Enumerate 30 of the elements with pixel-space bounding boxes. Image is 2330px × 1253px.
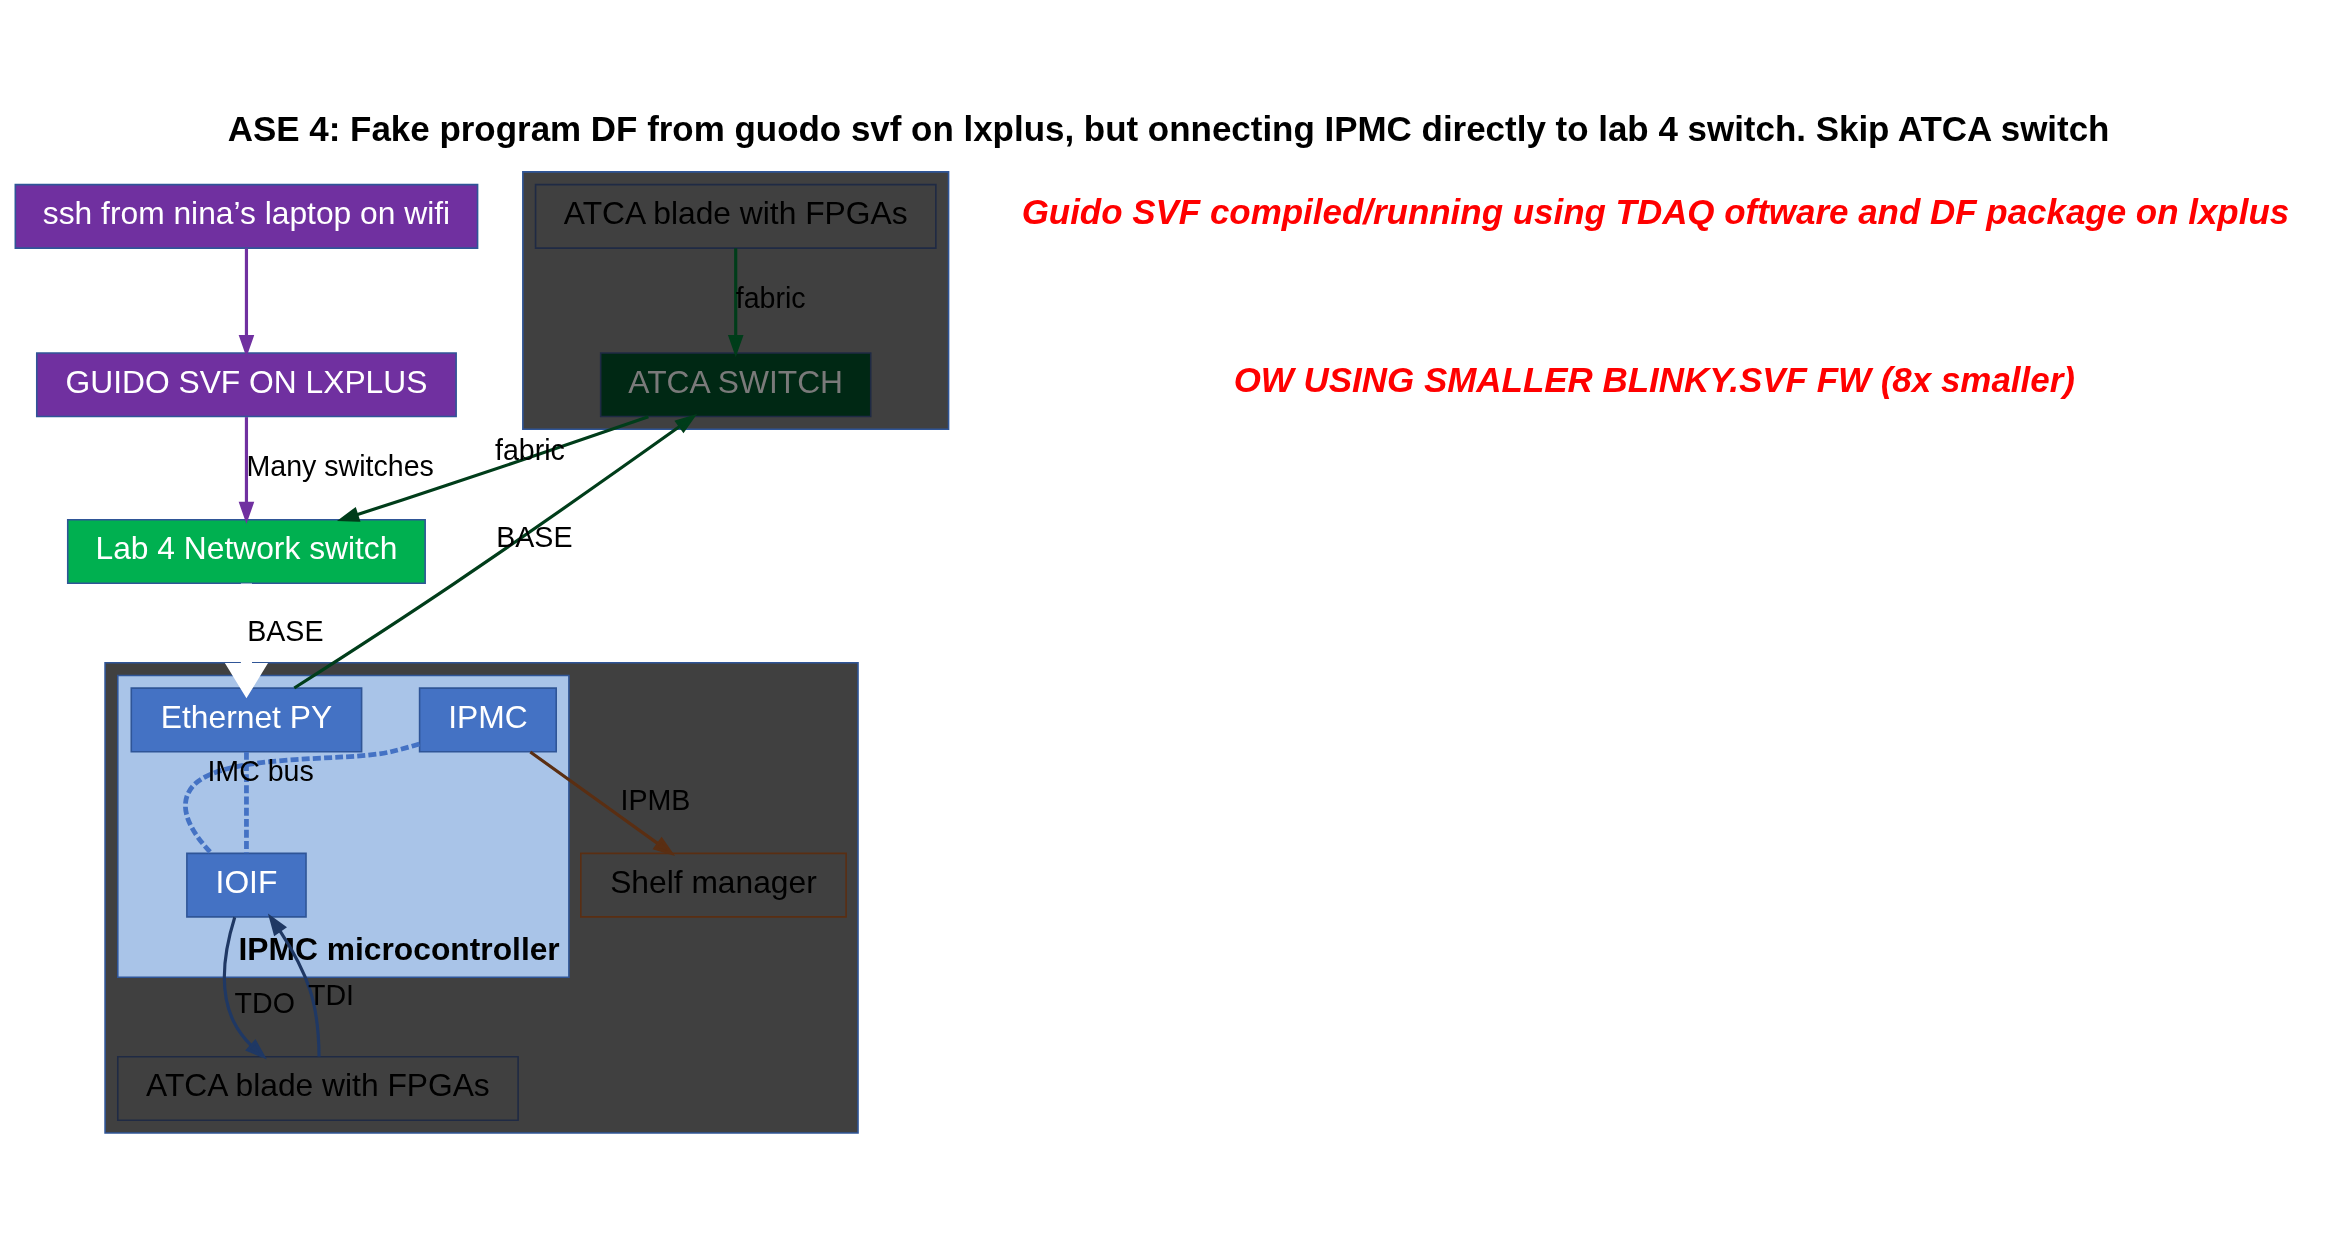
node-box: ATCA blade with FPGAs	[117, 1055, 519, 1121]
node-box: GUIDO SVF ON LXPLUS	[35, 351, 457, 417]
node-box: IOIF	[186, 852, 307, 918]
connector	[183, 741, 421, 855]
node-box: Ethernet PY	[130, 686, 363, 752]
arrow	[238, 247, 255, 357]
label: Guido SVF compiled/running using TDAQ oftware and DF package on lxplus	[1021, 191, 2290, 231]
edge-label: IMC bus	[207, 754, 314, 787]
node-box: ATCA blade with FPGAs	[534, 183, 937, 249]
edge-label: IPMB	[620, 783, 691, 816]
arrow	[727, 247, 744, 357]
node-box: ssh from nina’s laptop on wifi	[14, 183, 479, 249]
arrow	[529, 750, 676, 856]
edge-label: TDI	[308, 978, 355, 1011]
cluster	[522, 170, 950, 430]
edge-label: BASE	[247, 614, 324, 647]
node-box: Shelf manager	[580, 852, 847, 918]
arrow	[222, 916, 267, 1060]
arrow	[224, 582, 269, 698]
node-box: ATCA SWITCH	[599, 351, 872, 417]
arrow	[336, 414, 649, 522]
diagram-title: ASE 4: Fake program DF from guodo svf on lxplus, but onnecting IPMC directly to lab 4 switch. Skip ATCA switch	[227, 108, 2110, 148]
arrow	[238, 416, 255, 524]
edge-label: Many switches	[246, 449, 434, 482]
connector	[244, 751, 249, 853]
edge-label: TDO	[234, 986, 295, 1019]
arrow	[293, 413, 698, 689]
node-box: IPMC	[418, 686, 557, 752]
label: OW USING SMALLER BLINKY.SVF FW (8x smaller)	[1233, 359, 2075, 399]
node-box: Lab 4 Network switch	[66, 518, 426, 584]
